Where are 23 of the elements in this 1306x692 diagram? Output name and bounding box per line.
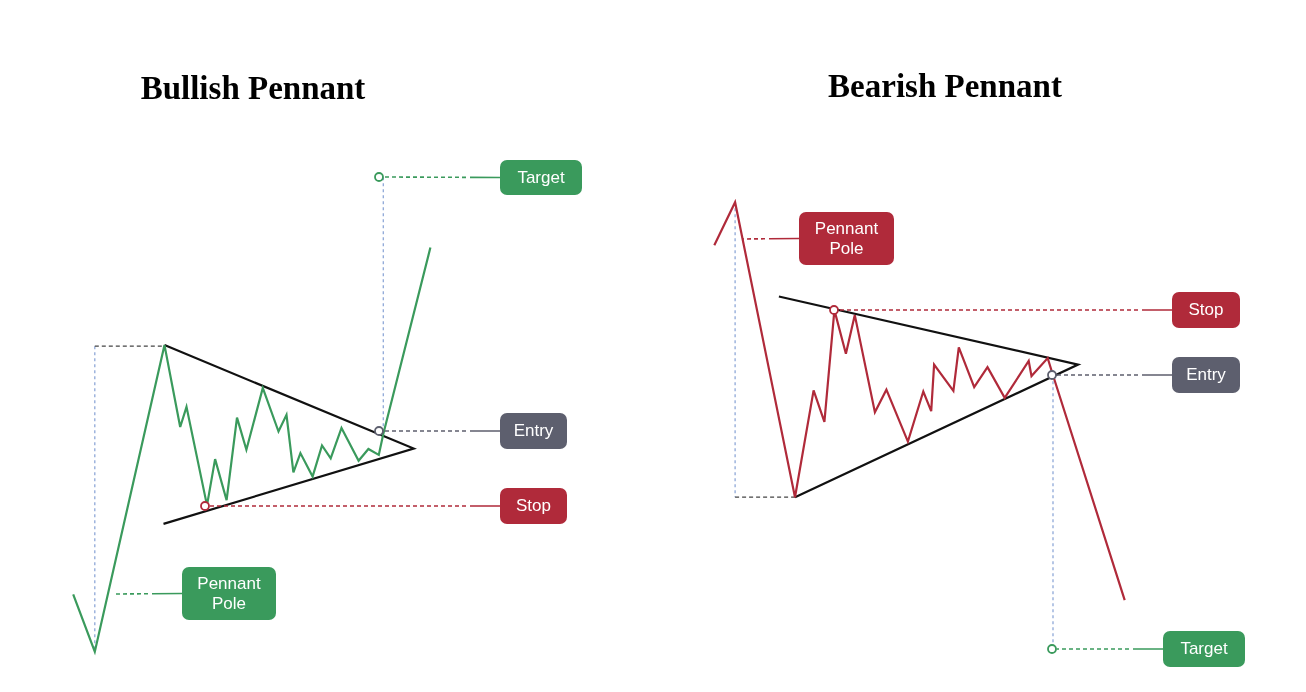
label-tag: Entry <box>1172 357 1240 393</box>
leader-line <box>741 237 800 240</box>
point-marker <box>829 305 839 315</box>
label-tag: Pennant Pole <box>182 567 276 620</box>
label-tag: Entry <box>500 413 567 449</box>
leader-line <box>382 430 501 432</box>
label-tag: Target <box>500 160 582 195</box>
leader-line <box>1055 374 1173 376</box>
leader-line <box>837 309 1173 311</box>
point-marker <box>374 172 384 182</box>
point-marker <box>1047 644 1057 654</box>
label-tag: Pennant Pole <box>799 212 894 265</box>
heading: Bullish Pennant <box>140 70 366 107</box>
label-tag: Stop <box>500 488 567 524</box>
heading: Bearish Pennant <box>828 68 1062 105</box>
point-marker <box>200 501 210 511</box>
leader-line <box>382 176 501 179</box>
point-marker <box>374 426 384 436</box>
label-tag: Target <box>1163 631 1245 667</box>
label-tag: Stop <box>1172 292 1240 328</box>
leader-line <box>1055 648 1164 650</box>
leader-line <box>208 505 501 507</box>
point-marker <box>1047 370 1057 380</box>
